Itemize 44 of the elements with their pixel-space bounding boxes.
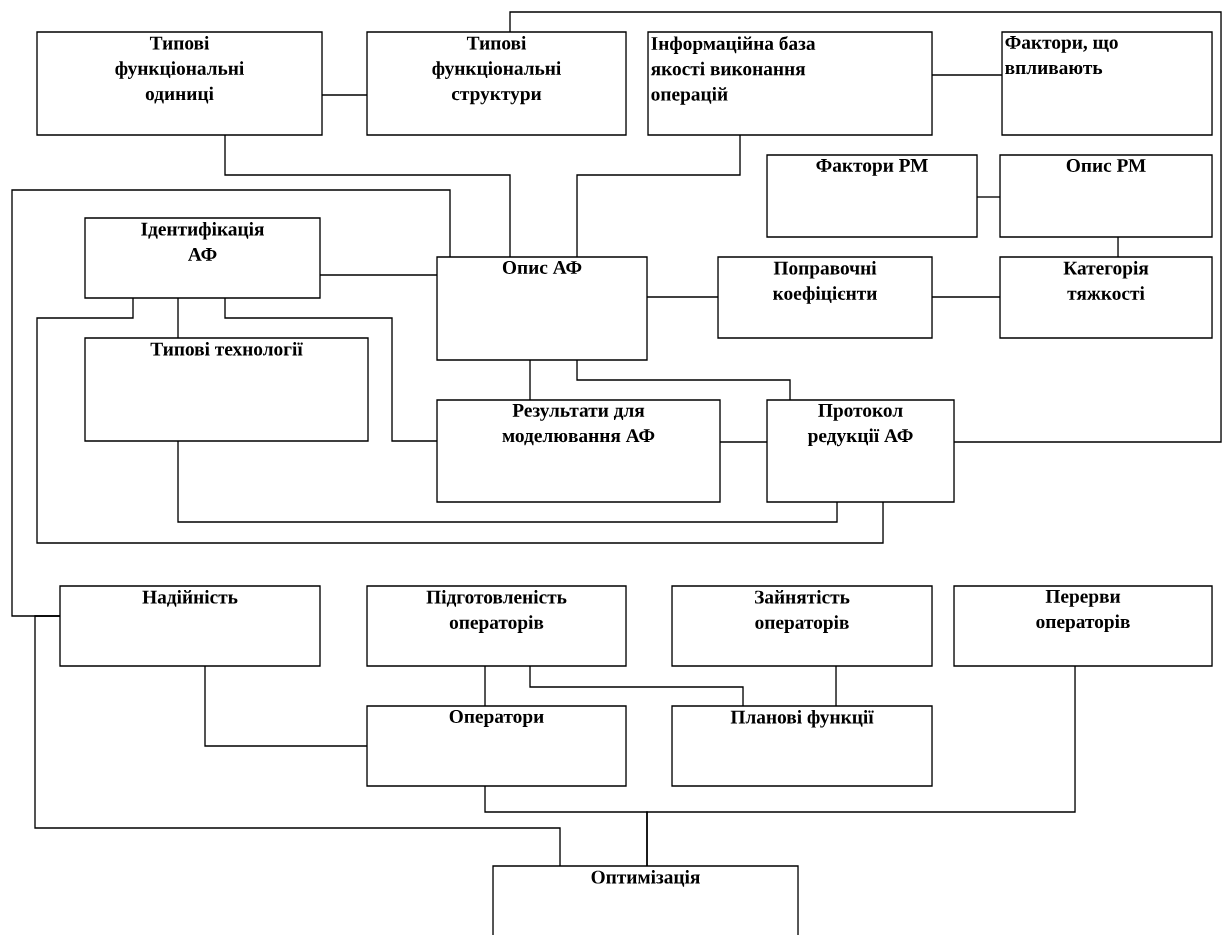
connector-line	[204, 665, 368, 747]
connector-line	[931, 74, 1003, 76]
process-box: Фактори, що впливають	[1001, 31, 1213, 136]
connector-line	[835, 665, 837, 707]
connector-line	[509, 11, 1222, 443]
process-box: Типові технології	[84, 337, 369, 442]
process-box: Фактори РМ	[766, 154, 978, 238]
connector-line	[34, 615, 561, 867]
process-box: Оператори	[366, 705, 627, 787]
connector-line	[11, 189, 451, 617]
connector-line	[319, 274, 438, 276]
connector-line	[646, 665, 1076, 867]
process-box: Планові функції	[671, 705, 933, 787]
process-box: Підготовленість операторів	[366, 585, 627, 667]
process-box: Протокол редукції АФ	[766, 399, 955, 503]
process-box: Оптимізація	[492, 865, 799, 935]
connector-line	[931, 296, 1001, 298]
process-box: Опис РМ	[999, 154, 1213, 238]
process-box: Інформаційна база якості виконання операцій	[647, 31, 933, 136]
connector-line	[224, 134, 511, 258]
connector-line	[177, 297, 179, 339]
process-box: Опис АФ	[436, 256, 648, 361]
process-box: Перерви операторів	[953, 585, 1213, 667]
connector-line	[529, 665, 744, 707]
connector-line	[529, 359, 531, 401]
connector-line	[1117, 236, 1119, 258]
process-box: Зайнятість операторів	[671, 585, 933, 667]
connector-line	[224, 297, 438, 442]
connector-line	[484, 665, 486, 707]
process-box: Результати для моделювання АФ	[436, 399, 721, 503]
process-box: Типові функціональні одиниці	[36, 31, 323, 136]
connector-line	[177, 440, 838, 523]
connector-line	[976, 196, 1001, 198]
process-box: Категорія тяжкості	[999, 256, 1213, 339]
process-box: Надійність	[59, 585, 321, 667]
connector-line	[36, 297, 884, 544]
connector-line	[719, 441, 768, 443]
connector-line	[646, 296, 719, 298]
process-box: Ідентифікація АФ	[84, 217, 321, 299]
connector-line	[576, 134, 741, 258]
connector-line	[321, 94, 368, 96]
process-box: Типові функціональні структури	[366, 31, 627, 136]
process-box: Поправочні коефіцієнти	[717, 256, 933, 339]
connector-line	[576, 359, 791, 401]
